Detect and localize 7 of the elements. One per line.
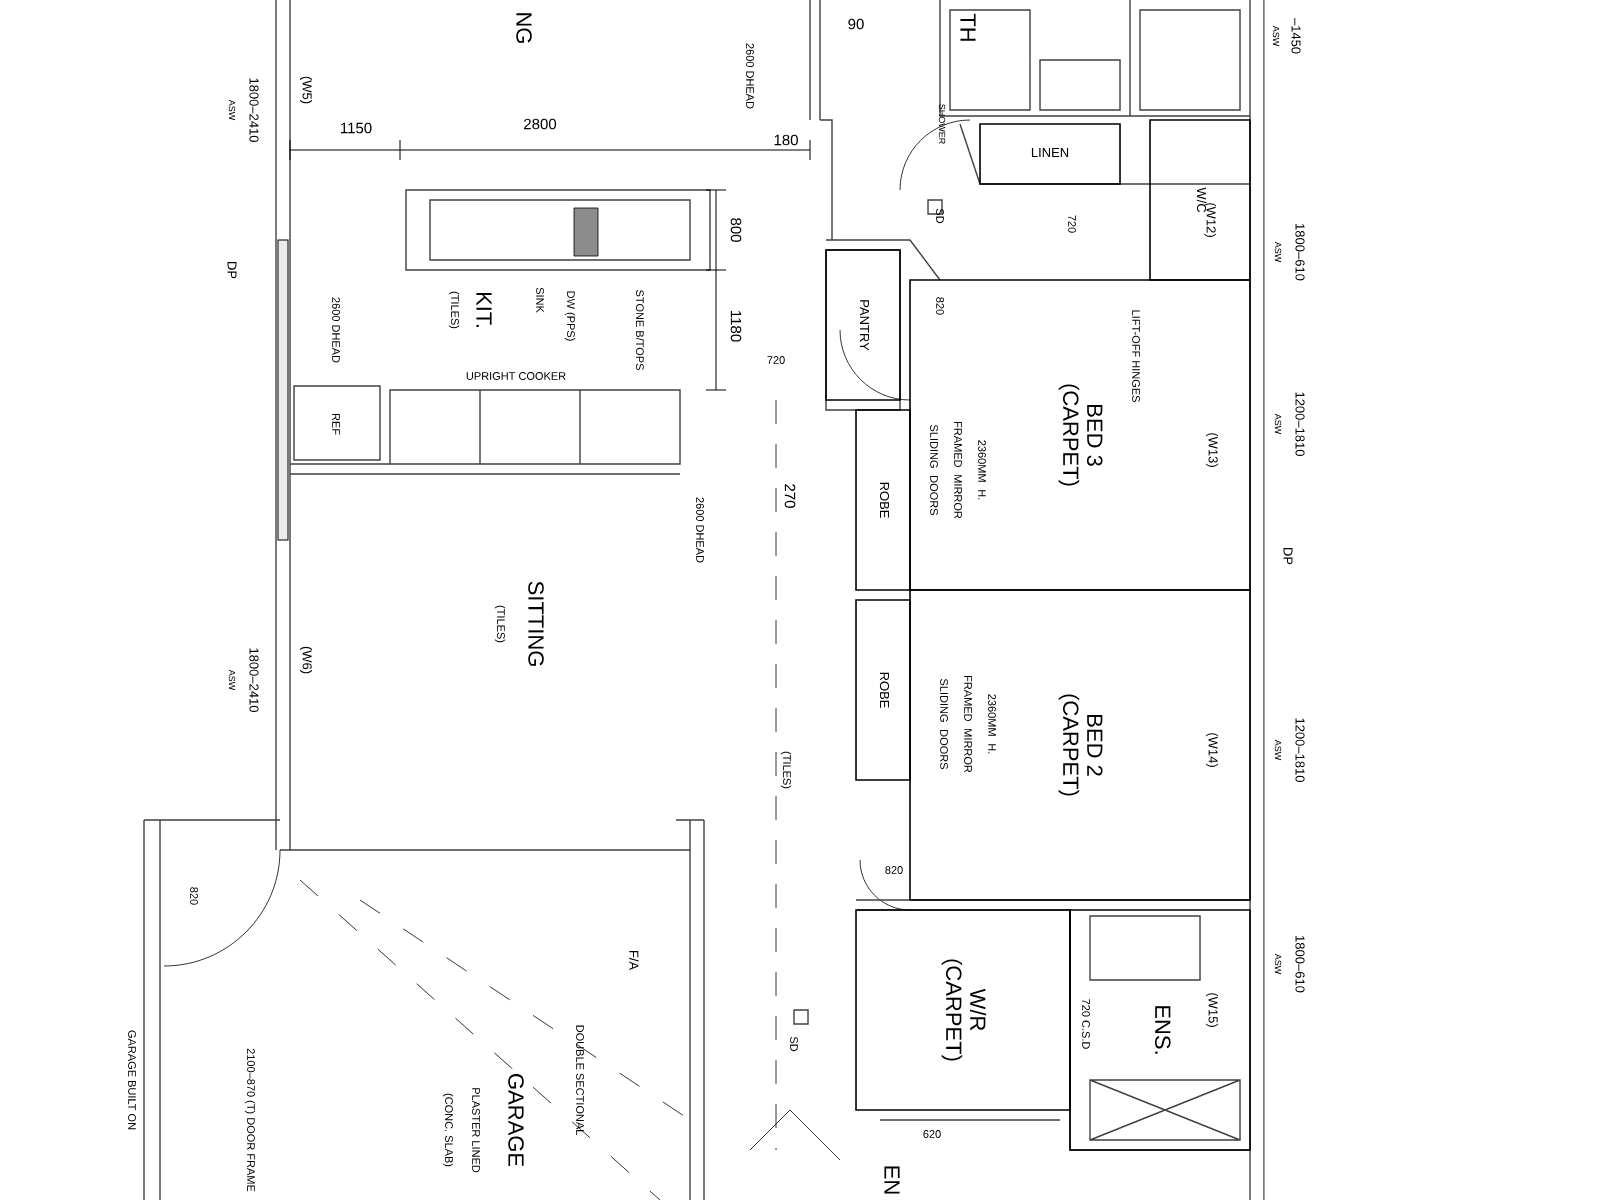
- room-label: GARAGE: [508, 1074, 524, 1167]
- room-label: EN: [884, 1166, 900, 1194]
- room-box: W/R (CARPET): [855, 909, 1071, 1111]
- room-label: SITTING: [528, 581, 544, 666]
- room-label: NG: [516, 13, 532, 43]
- room-label: KIT.: [476, 292, 492, 327]
- room-label: TH: [960, 13, 976, 41]
